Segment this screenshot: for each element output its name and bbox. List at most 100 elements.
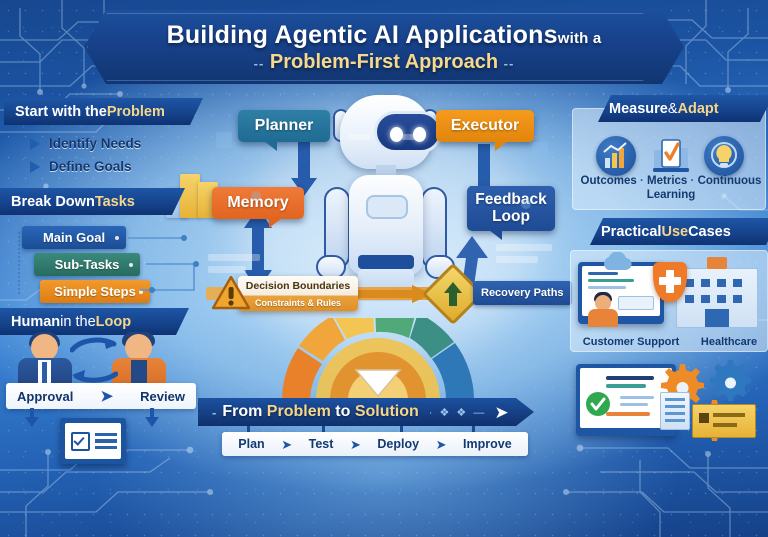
task-chip-simple-steps[interactable]: Simple Steps: [40, 280, 150, 303]
title-subtitle-text: Problem-First Approach: [269, 50, 499, 73]
banner-tick: [247, 426, 250, 434]
bullet-item: Identify Needs: [30, 136, 141, 151]
bullet-item: Define Goals: [30, 159, 141, 174]
page-title: Building Agentic AI Applicationswith a -…: [84, 10, 684, 84]
review-label: Review: [140, 388, 185, 404]
tie-shape: [42, 362, 47, 384]
laptop-line: [713, 423, 737, 427]
head-shape: [125, 334, 152, 361]
rack-line: [665, 405, 685, 408]
chip-label: Main Goal: [42, 230, 106, 245]
rack-line: [665, 419, 685, 422]
heading-text-tail: Cases: [688, 223, 731, 240]
chip-dot-icon: [129, 262, 133, 267]
laptop-square: [699, 413, 709, 423]
step-label-improve: Improve: [463, 437, 512, 451]
bar-chart-icon: [596, 136, 636, 176]
shirt-shape: [131, 360, 147, 390]
chip-dot-icon: [139, 289, 143, 294]
banner-tick: [322, 426, 325, 434]
cross-horizontal: [659, 277, 681, 285]
hospital-building-icon: [676, 257, 758, 328]
hospital-window: [685, 295, 694, 303]
callout-label: Planner: [254, 117, 314, 135]
approval-label: Approval: [17, 388, 74, 404]
title-dash-right: --: [503, 55, 515, 71]
hospital-window: [717, 279, 726, 287]
server-rack-icon: [660, 392, 690, 430]
screen-line: [606, 376, 654, 380]
task-chip-sub-tasks[interactable]: Sub-Tasks: [34, 253, 140, 276]
heading-text-highlight: Adapt: [677, 100, 719, 117]
checkbox-icon: [71, 431, 90, 451]
robot-chest-panel: [366, 195, 408, 219]
process-steps-bar: Plan ➤ Test ➤ Deploy ➤ Improve: [222, 432, 528, 456]
hospital-window: [685, 279, 694, 287]
from-problem-to-solution-banner: - From Problem to Solution · ❖ ❖ — ➤: [198, 398, 534, 426]
approval-to-document-connectors: [25, 408, 159, 427]
document-inner: [65, 423, 121, 459]
hospital-window: [701, 295, 710, 303]
callout-label-line1: Feedback: [475, 190, 547, 208]
ai-robot-illustration: [316, 95, 455, 301]
callout-executor[interactable]: Executor: [436, 110, 534, 151]
robot-head: [340, 95, 442, 169]
task-chip-main-goal[interactable]: Main Goal: [22, 226, 126, 249]
banner-text: From Problem to Solution: [222, 403, 418, 421]
heading-text-amp: &: [667, 100, 678, 117]
heading-text-plain: Human: [11, 313, 61, 330]
heading-text-mid: in the: [60, 313, 96, 330]
robot-belt: [358, 255, 414, 269]
recovery-label-text: Recovery Paths: [481, 287, 564, 299]
step-arrow-icon: ➤: [349, 436, 361, 452]
heading-text-highlight: Tasks: [94, 193, 135, 210]
caption-continuous-learning: Continuous Learning: [646, 175, 762, 202]
section-heading-break-down-tasks: Break Down Tasks: [0, 188, 185, 215]
approval-review-card: Approval ➤ Review: [6, 383, 196, 409]
step-label-test: Test: [308, 437, 334, 451]
monitor-screen: [582, 266, 660, 316]
lightbulb-icon: [704, 136, 744, 176]
flow-band-arrow-icon: [356, 285, 432, 303]
banner-highlight-problem: Problem: [266, 403, 331, 420]
step-label-deploy: Deploy: [377, 437, 420, 451]
callout-memory[interactable]: Memory: [212, 187, 304, 228]
decision-title: Decision Boundaries: [245, 279, 351, 292]
section-heading-measure-adapt: Measure & Adapt: [598, 95, 768, 122]
step-arrow-icon: ➤: [281, 436, 293, 452]
recovery-up-arrow-icon: [444, 282, 462, 306]
recovery-paths-label: Recovery Paths: [473, 281, 572, 305]
person-approver: [14, 332, 76, 392]
screen-line: [618, 296, 654, 310]
bullet-label: Identify Needs: [49, 136, 142, 151]
heading-text-highlight: Problem: [106, 103, 165, 120]
use-cases-captions: Customer Support Healthcare: [572, 336, 768, 348]
banner-dash: -: [212, 404, 217, 420]
decision-boundaries-card: Decision Boundaries Constraints & Rules: [238, 276, 358, 311]
success-check-icon: [586, 392, 610, 416]
heading-text-plain: Practical: [601, 223, 662, 240]
callout-label: Executor: [450, 117, 520, 135]
section-heading-start-with-problem: Start with the Problem: [4, 98, 203, 125]
support-agent-avatar: [586, 292, 620, 327]
triangle-bullet-icon: [30, 160, 40, 173]
heading-text-highlight: Loop: [95, 313, 132, 330]
cloud-icon: [598, 252, 640, 274]
screen-line: [620, 396, 654, 399]
banner-tick: [400, 426, 403, 434]
hospital-roof-sign: [707, 257, 727, 269]
title-dash-left: --: [253, 55, 265, 71]
laptop-line: [713, 413, 745, 417]
title-line-1: Building Agentic AI Applicationswith a: [167, 21, 602, 50]
screen-line: [588, 272, 618, 275]
laptop-icon: [692, 404, 756, 438]
progress-gauge-illustration: [282, 318, 474, 404]
heading-text-plain: Measure: [609, 100, 668, 117]
heading-text-plain: Start with the: [15, 103, 107, 120]
callout-planner[interactable]: Planner: [238, 110, 330, 151]
rack-line: [665, 412, 685, 415]
triangle-bullet-icon: [30, 137, 40, 150]
callout-feedback-loop[interactable]: Feedback Loop: [467, 186, 555, 240]
results-monitor-illustration: [576, 364, 676, 436]
